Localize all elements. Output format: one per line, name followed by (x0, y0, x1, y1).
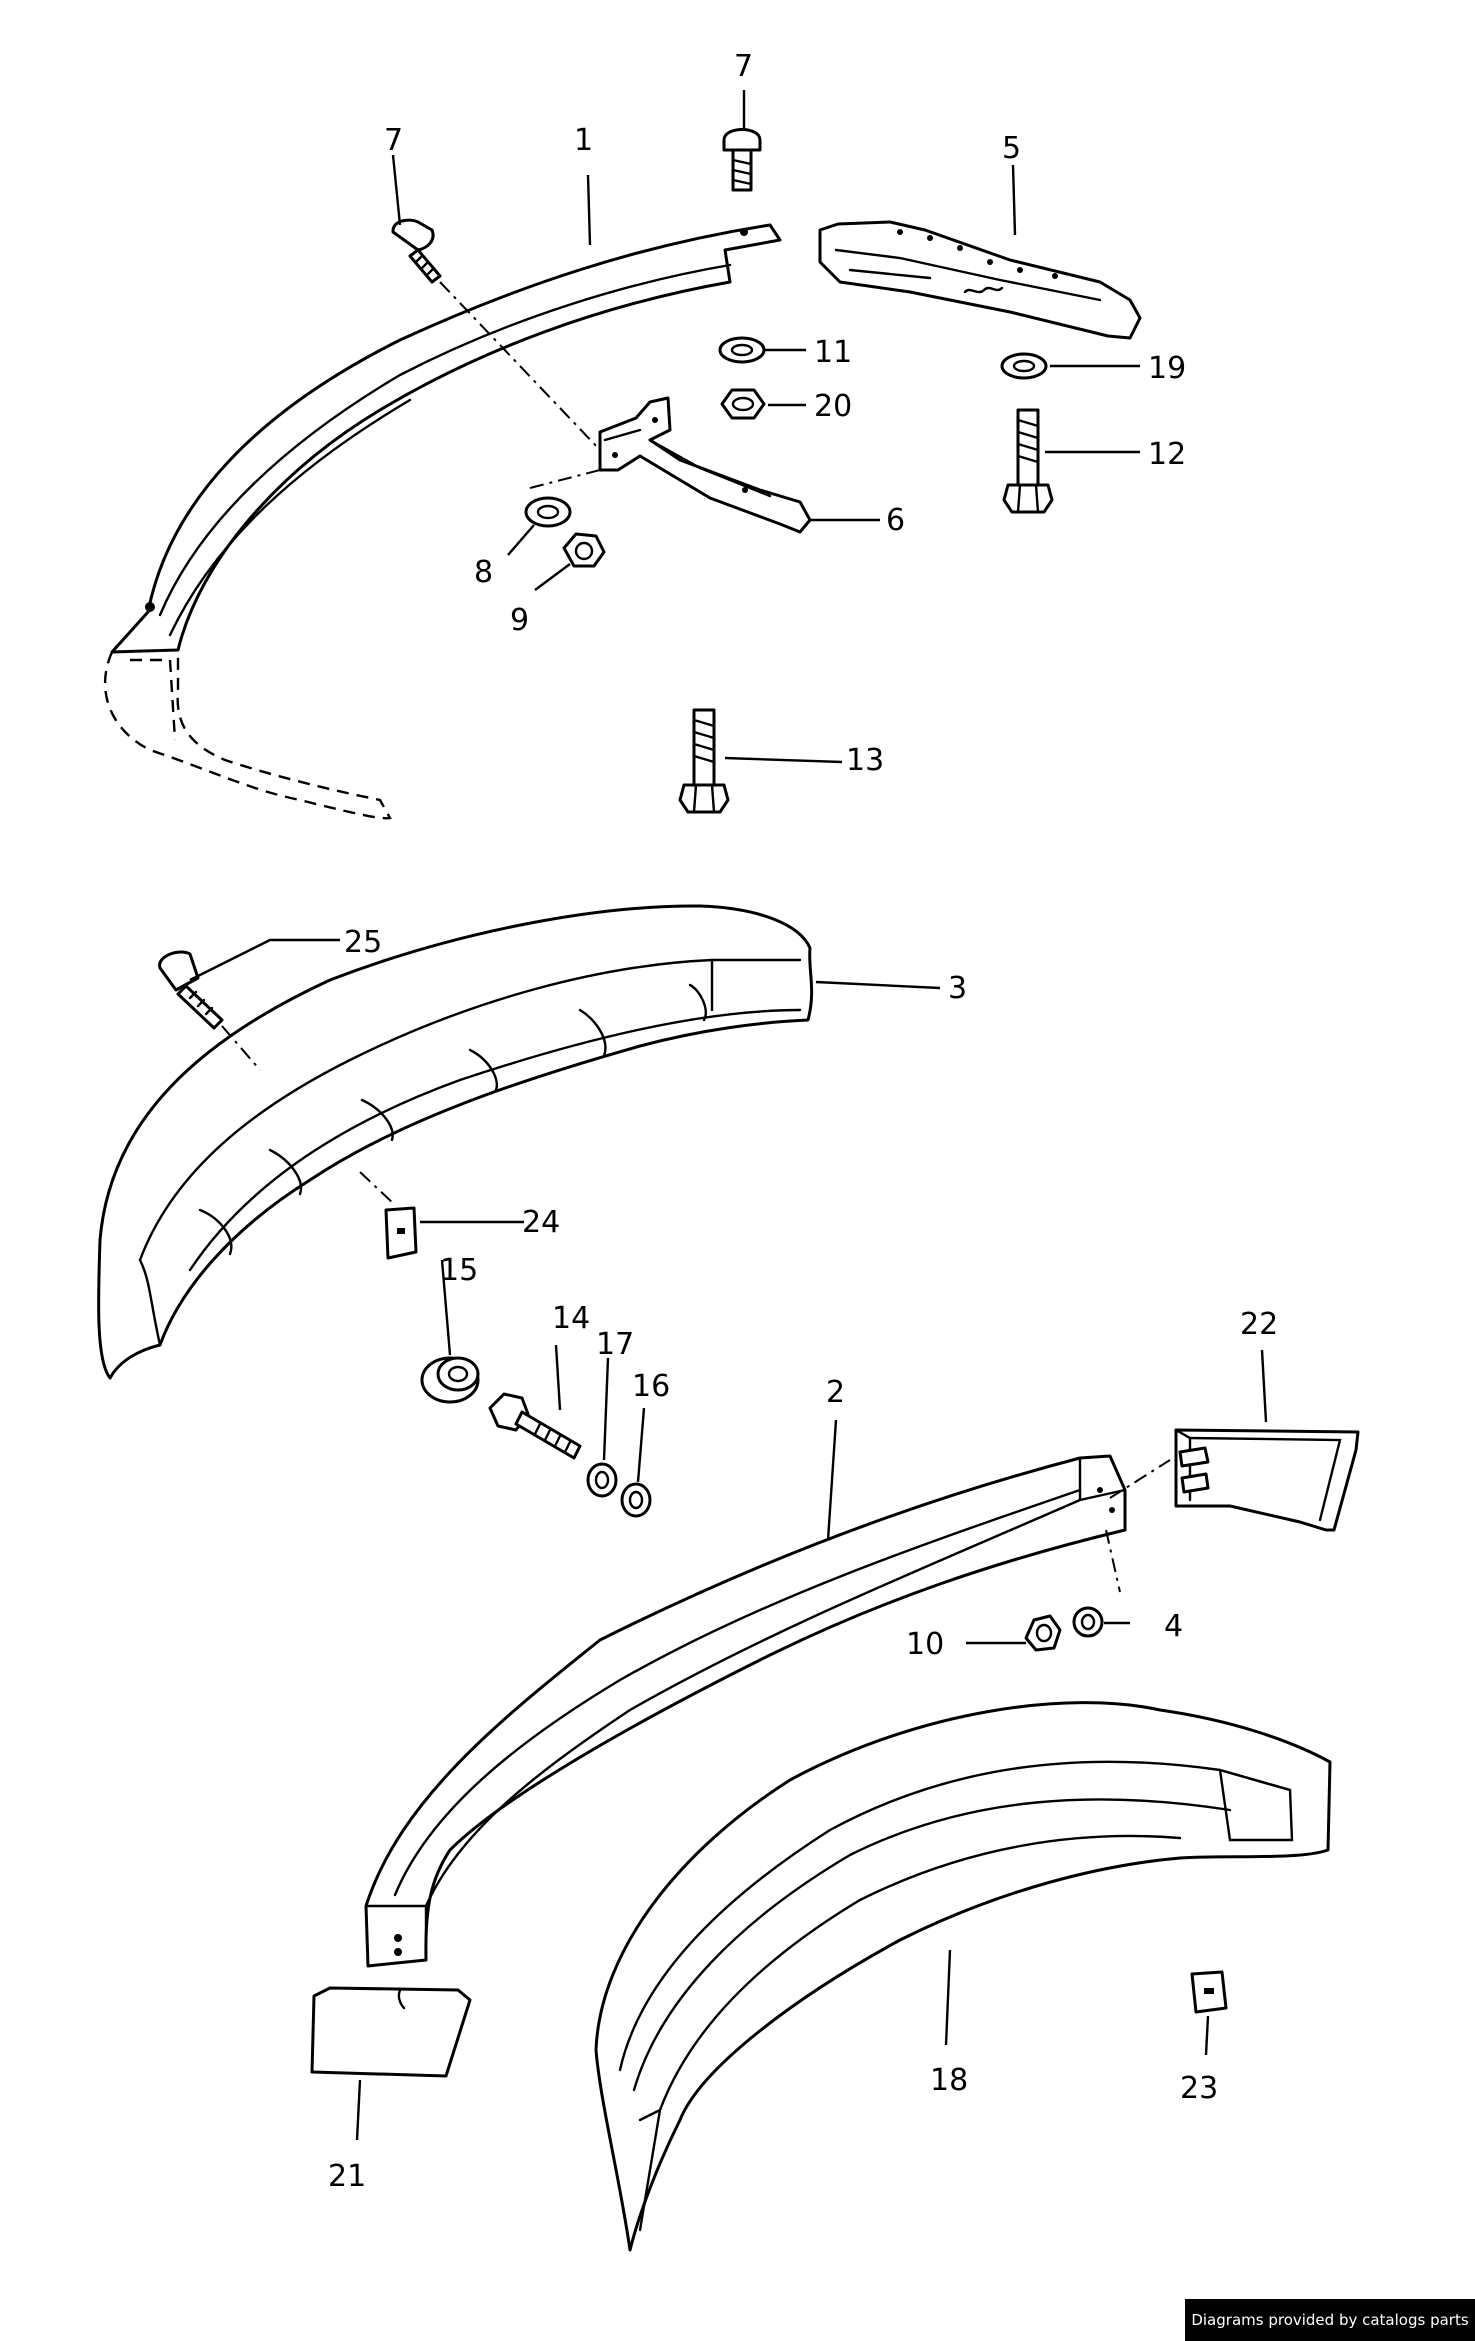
callout-11: 11 (814, 335, 852, 370)
callout-14: 14 (552, 1301, 590, 1336)
callout-10: 10 (906, 1627, 944, 1662)
part-1-bumper-blade (103, 223, 782, 820)
callout-12: 12 (1148, 437, 1186, 472)
credit-banner: Diagrams provided by catalogs parts (1185, 2299, 1475, 2341)
part-9-nut (562, 532, 606, 568)
callout-4: 4 (1164, 1609, 1183, 1644)
part-17-washer (586, 1462, 618, 1498)
callout-5: 5 (1002, 131, 1021, 166)
part-3-bumper-cover (97, 904, 814, 1380)
callout-9: 9 (510, 603, 529, 638)
leader-lines (189, 90, 1268, 2141)
part-5-bracket (818, 220, 1142, 340)
part-12-hex-bolt (1002, 408, 1054, 514)
part-4-washer (1072, 1606, 1104, 1638)
callout-16: 16 (632, 1369, 670, 1404)
callout-21: 21 (328, 2159, 366, 2194)
callout-23: 23 (1180, 2071, 1218, 2106)
part-24-clip (384, 1206, 418, 1260)
callout-2: 2 (826, 1375, 845, 1410)
part-11-washer (718, 336, 766, 364)
part-21-end-cap (310, 1986, 472, 2078)
callout-13: 13 (846, 743, 884, 778)
part-20-nut (720, 388, 766, 420)
part-19-washer (1000, 352, 1048, 380)
callout-7-top: 7 (734, 49, 753, 84)
part-16-washer (620, 1482, 652, 1518)
callout-6: 6 (886, 503, 905, 538)
callout-8: 8 (474, 555, 493, 590)
callout-labels: 7 7 1 5 11 20 19 12 6 8 9 13 25 3 24 15 … (328, 49, 1278, 2194)
part-14-hex-bolt (488, 1392, 582, 1460)
callout-25: 25 (344, 925, 382, 960)
part-7-carriage-bolt-left (391, 218, 442, 284)
callout-22: 22 (1240, 1307, 1278, 1342)
callout-7-left: 7 (384, 123, 403, 158)
callout-1: 1 (574, 123, 593, 158)
part-7-carriage-bolt-top (722, 128, 762, 192)
part-22-end-cap (1174, 1428, 1360, 1532)
part-8-washer (524, 496, 572, 528)
callout-15: 15 (440, 1253, 478, 1288)
callout-20: 20 (814, 389, 852, 424)
callout-18: 18 (930, 2063, 968, 2098)
part-13-hex-bolt (678, 708, 730, 814)
callout-17: 17 (596, 1327, 634, 1362)
part-6-mounting-bracket (598, 396, 812, 534)
part-15-grommet (420, 1356, 480, 1404)
part-18-bumper-trim (594, 1701, 1332, 2252)
part-2-reinforcement-beam (364, 1454, 1127, 1968)
callout-24: 24 (522, 1205, 560, 1240)
callout-3: 3 (948, 971, 967, 1006)
part-23-clip (1190, 1970, 1228, 2014)
callout-19: 19 (1148, 351, 1186, 386)
part-10-nut (1024, 1614, 1062, 1652)
part-25-bolt (158, 950, 224, 1030)
